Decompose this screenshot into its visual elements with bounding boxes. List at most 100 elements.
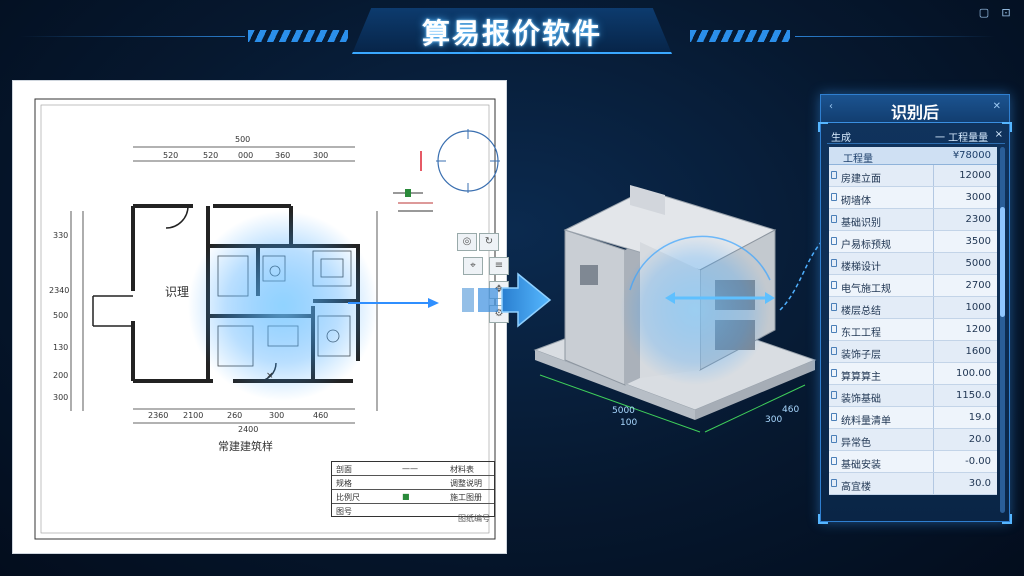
title-block-cell: 剖面: [336, 465, 352, 474]
app-title: 算易报价软件: [421, 17, 602, 50]
table-row[interactable]: 东工工程 1200: [829, 319, 997, 341]
panel-corner-bracket: [818, 514, 828, 524]
row-name: 楼梯设计: [841, 262, 881, 273]
result-panel-title: 识别后: [890, 103, 939, 122]
app-header: 算易报价软件 ▢ ⊡: [0, 0, 1024, 60]
row-value: -0.00: [965, 456, 991, 467]
dim-label-bottom: 2100: [183, 411, 204, 420]
table-row[interactable]: 异常色 20.0: [829, 429, 997, 451]
title-block-cell: ——: [402, 464, 418, 473]
row-name: 统料量清单: [841, 416, 891, 427]
row-name: 房建立面: [841, 174, 881, 185]
measure-icon[interactable]: ⌖: [463, 257, 483, 275]
row-item-icon: [831, 303, 837, 311]
panel-corner-bracket: [818, 122, 828, 132]
generate-tab[interactable]: 生成: [831, 133, 851, 144]
rotate-icon[interactable]: ↻: [479, 233, 499, 251]
close-icon[interactable]: ⊡: [1001, 6, 1011, 19]
building-3d-model[interactable]: [525, 170, 825, 460]
row-value: 1600: [965, 346, 991, 357]
row-item-icon: [831, 215, 837, 223]
dim-label-top: 520: [163, 151, 179, 160]
row-name: 电气施工规: [841, 284, 891, 295]
column-divider: [933, 165, 934, 186]
title-block-cell: 规格: [336, 479, 352, 488]
column-divider: [933, 407, 934, 428]
drawing-number: 图纸编号: [458, 514, 490, 523]
column-divider: [933, 231, 934, 252]
dim-label-left: 130: [53, 343, 69, 352]
row-name: 异常色: [841, 438, 871, 449]
title-block-row: 图号: [332, 504, 494, 518]
model-dim-front: 5000: [612, 406, 635, 416]
row-item-icon: [831, 259, 837, 267]
row-value: 1150.0: [956, 390, 991, 401]
column-header-name: 工程量: [843, 154, 873, 165]
row-name: 户易标预规: [841, 240, 891, 251]
panel-corner-bracket: [1002, 122, 1012, 132]
header-divider-left: [20, 36, 245, 37]
table-row[interactable]: 基础安装-0.00: [829, 451, 997, 473]
row-name: 砌墙体: [841, 196, 871, 207]
row-value: 3500: [965, 236, 991, 247]
row-value: 20.0: [968, 434, 991, 445]
table-row[interactable]: 户易标预规 3500: [829, 231, 997, 253]
title-block-cell: 材料表: [450, 465, 474, 474]
dim-label-bottom: 2360: [148, 411, 169, 420]
scrollbar[interactable]: [1000, 147, 1005, 513]
row-item-icon: [831, 435, 837, 443]
quantity-tab[interactable]: 一 工程量量: [935, 133, 989, 144]
floor-plan-panel[interactable]: × 500 520 520 000 360 300 2360 2100 260 …: [12, 80, 509, 554]
row-name: 高宜楼: [841, 482, 871, 493]
row-value: 3000: [965, 192, 991, 203]
column-divider: [933, 473, 934, 494]
column-divider: [933, 363, 934, 384]
layer-icon[interactable]: ≡: [489, 257, 509, 275]
dim-label-top: 500: [235, 135, 251, 144]
select-icon[interactable]: ◎: [457, 233, 477, 251]
row-value: 1200: [965, 324, 991, 335]
row-item-icon: [831, 347, 837, 355]
row-name: 东工工程: [841, 328, 881, 339]
dim-label-top: 000: [238, 151, 254, 160]
model-dim-front-2: 100: [620, 418, 638, 428]
dim-label-left: 300: [53, 393, 69, 402]
column-divider: [933, 253, 934, 274]
dim-label-left: 330: [53, 231, 69, 240]
room-label: 识理: [165, 285, 190, 299]
header-divider-right: [795, 36, 995, 37]
dim-label-bottom: 2400: [238, 425, 259, 434]
back-icon[interactable]: ‹: [829, 101, 833, 112]
table-row[interactable]: 高宜楼 30.0: [829, 473, 997, 495]
title-block-cell: ■: [402, 492, 410, 501]
close-tab-icon[interactable]: ×: [994, 129, 1003, 140]
title-block-row: 规格 调整说明: [332, 476, 494, 490]
table-header: 工程量 ¥78000: [829, 147, 997, 165]
column-divider: [933, 451, 934, 472]
column-divider: [933, 209, 934, 230]
table-row[interactable]: 楼层总结 1000: [829, 297, 997, 319]
scrollbar-thumb[interactable]: [1000, 207, 1005, 317]
title-block-cell: 比例尺: [336, 493, 360, 502]
table-row[interactable]: 砌墙体 3000: [829, 187, 997, 209]
row-name: 算算算主: [841, 372, 881, 383]
row-name: 楼层总结: [841, 306, 881, 317]
row-item-icon: [831, 171, 837, 179]
column-divider: [933, 319, 934, 340]
row-value: 1000: [965, 302, 991, 313]
row-value: 30.0: [968, 478, 991, 489]
row-name: 基础识别: [841, 218, 881, 229]
column-divider: [933, 385, 934, 406]
restore-icon[interactable]: ▢: [978, 6, 990, 19]
svg-text:×: ×: [266, 371, 274, 381]
close-icon[interactable]: ✕: [992, 101, 1001, 112]
